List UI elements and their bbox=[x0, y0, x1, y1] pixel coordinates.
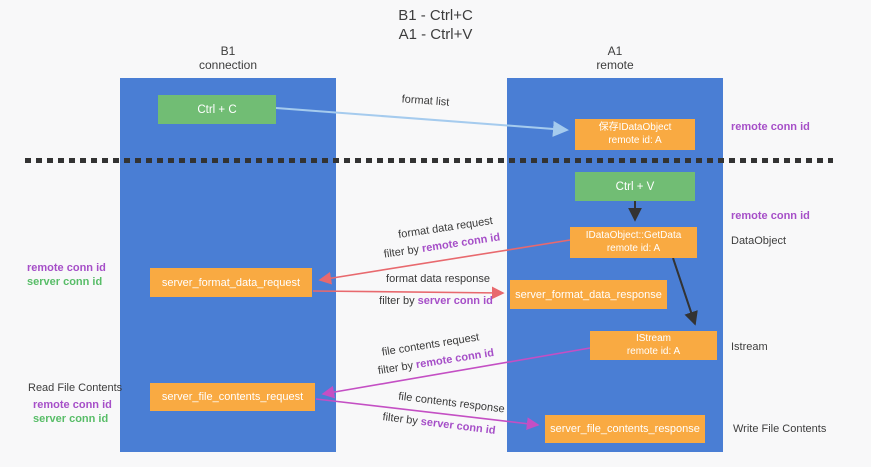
left-remote-conn-id-mid: remote conn id bbox=[27, 262, 106, 274]
dashed-separator bbox=[25, 158, 833, 163]
left-remote-conn-id-bottom: remote conn id bbox=[33, 399, 112, 411]
a1-subtitle: remote bbox=[596, 58, 634, 72]
filter-by-text: filter by bbox=[381, 411, 422, 428]
lifeline-header-b1: B1 connection bbox=[120, 44, 336, 72]
save-idataobject-line1: 保存IDataObject bbox=[598, 122, 672, 133]
right-write-file-contents-label: Write File Contents bbox=[733, 423, 827, 435]
istream-line2: remote id: A bbox=[626, 345, 681, 357]
save-idataobject-line2: remote id: A bbox=[608, 134, 662, 146]
diagram-title: B1 - Ctrl+C A1 - Ctrl+V bbox=[0, 6, 871, 44]
ctrl-v-label: Ctrl + V bbox=[615, 180, 655, 193]
server-conn-id-text: server conn id bbox=[417, 295, 493, 307]
server-file-contents-response-label: server_file_contents_response bbox=[550, 423, 700, 435]
box-istream: IStream remote id: A bbox=[590, 331, 717, 360]
server-format-data-response-label: server_format_data_response bbox=[515, 288, 662, 301]
server-format-data-request-label: server_format_data_request bbox=[161, 276, 301, 289]
getdata-line1: IDataObject::GetData bbox=[585, 230, 682, 241]
box-server-format-data-response: server_format_data_response bbox=[510, 280, 667, 309]
left-server-conn-id-mid: server conn id bbox=[27, 276, 103, 288]
box-ctrl-v: Ctrl + V bbox=[575, 172, 695, 201]
label-file-contents-response: file contents response bbox=[397, 390, 506, 416]
label-format-list: format list bbox=[401, 93, 450, 109]
getdata-line2: remote id: A bbox=[606, 242, 661, 254]
label-filter-server-2: filter by server conn id bbox=[374, 410, 504, 438]
title-line-1: B1 - Ctrl+C bbox=[398, 7, 473, 24]
a1-name: A1 bbox=[607, 44, 623, 58]
lifeline-header-a1: A1 remote bbox=[507, 44, 723, 72]
box-server-format-data-request: server_format_data_request bbox=[150, 268, 312, 297]
left-server-conn-id-bottom: server conn id bbox=[33, 413, 109, 425]
box-save-idataobject: 保存IDataObject remote id: A bbox=[575, 119, 695, 150]
title-line-2: A1 - Ctrl+V bbox=[398, 26, 473, 43]
b1-name: B1 bbox=[220, 44, 236, 58]
b1-subtitle: connection bbox=[198, 58, 258, 72]
istream-line1: IStream bbox=[635, 333, 671, 344]
right-dataobject-label: DataObject bbox=[731, 235, 787, 247]
filter-by-text: filter by bbox=[383, 243, 423, 261]
left-read-file-contents-label: Read File Contents bbox=[28, 382, 123, 394]
box-server-file-contents-response: server_file_contents_response bbox=[545, 415, 705, 443]
ctrl-c-label: Ctrl + C bbox=[197, 103, 237, 116]
box-server-file-contents-request: server_file_contents_request bbox=[150, 383, 315, 411]
arrow-format-data-response bbox=[312, 286, 505, 300]
server-file-contents-request-label: server_file_contents_request bbox=[161, 391, 304, 403]
filter-by-text: filter by bbox=[379, 295, 418, 307]
label-filter-server-1: filter by server conn id bbox=[371, 295, 501, 307]
right-remote-conn-id-mid: remote conn id bbox=[731, 210, 810, 222]
right-remote-conn-id-top: remote conn id bbox=[731, 121, 810, 133]
label-format-data-response: format data response bbox=[386, 273, 490, 285]
box-idataobject-getdata: IDataObject::GetData remote id: A bbox=[570, 227, 697, 258]
server-conn-id-text: server conn id bbox=[420, 415, 497, 437]
right-istream-label: Istream bbox=[731, 341, 768, 353]
box-ctrl-c: Ctrl + C bbox=[158, 95, 276, 124]
filter-by-text: filter by bbox=[377, 359, 418, 378]
